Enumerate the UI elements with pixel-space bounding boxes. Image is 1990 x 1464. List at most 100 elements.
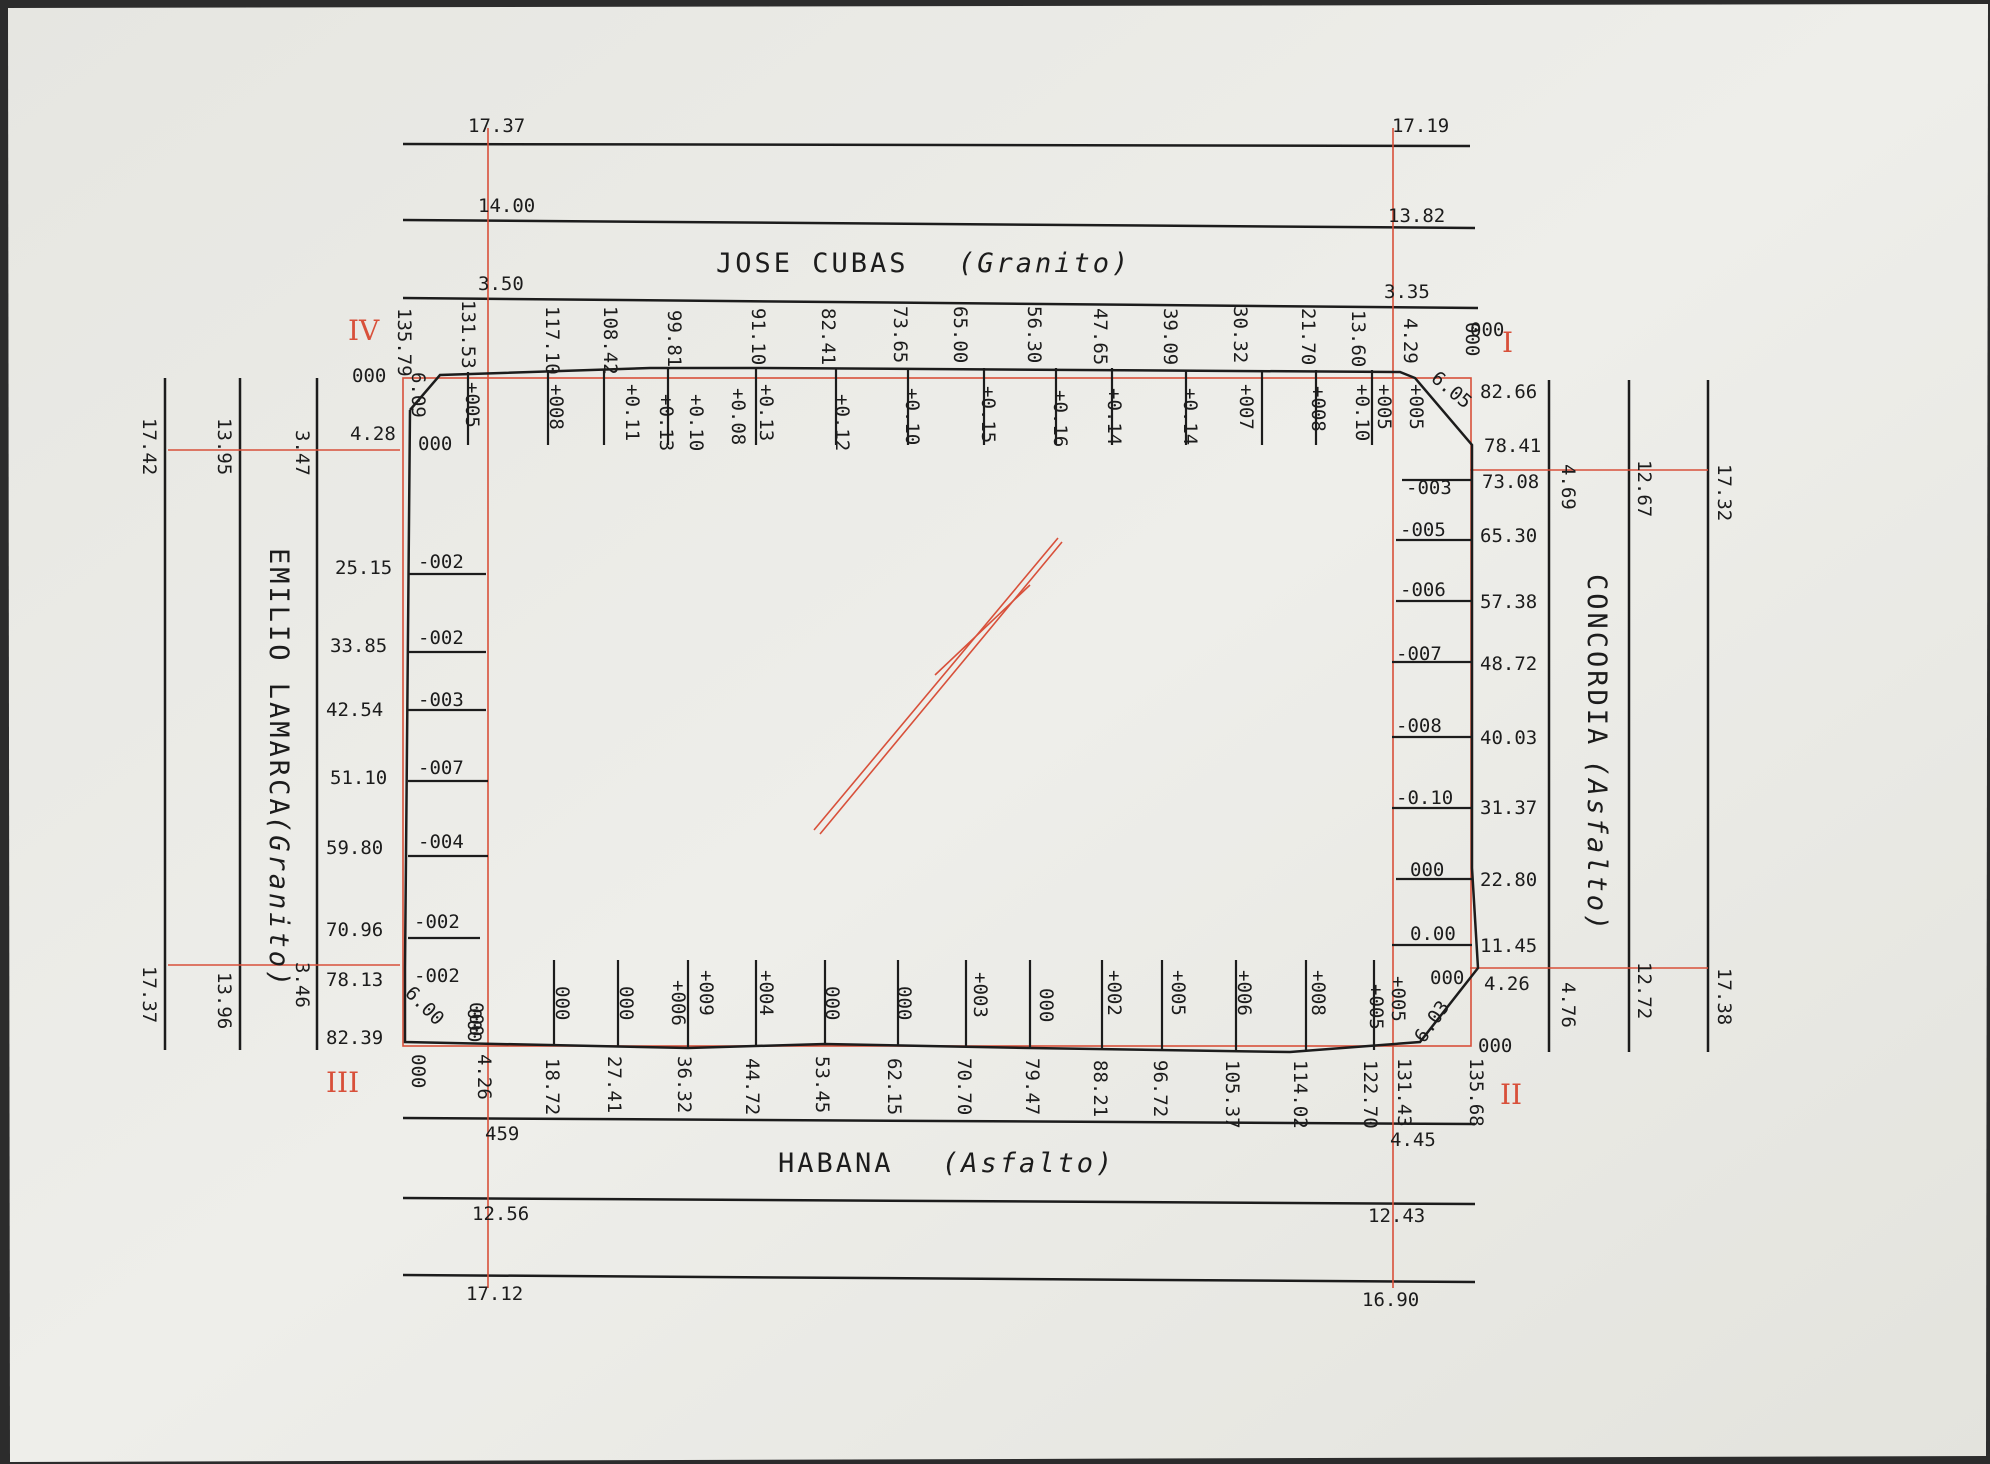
svg-text:105.37: 105.37: [1221, 1060, 1243, 1129]
svg-text:6.09: 6.09: [407, 372, 429, 418]
svg-text:-003: -003: [418, 689, 464, 711]
svg-text:-007: -007: [1396, 643, 1442, 665]
svg-text:99.81: 99.81: [663, 310, 685, 367]
paper-sheet: [8, 4, 1988, 1462]
north-line-3: [402, 296, 1479, 310]
top-ticks: [466, 368, 1374, 445]
svg-text:4.28: 4.28: [350, 423, 396, 445]
svg-text:78.13: 78.13: [326, 969, 383, 991]
svg-text:30.32: 30.32: [1229, 306, 1251, 363]
right-distances: 82.66 78.41 73.08 65.30 57.38 48.72 40.0…: [1478, 381, 1541, 1057]
svg-text:+005: +005: [1373, 384, 1395, 430]
svg-text:13.60: 13.60: [1347, 310, 1369, 367]
svg-text:-006: -006: [1400, 579, 1446, 601]
svg-text:+0.08: +0.08: [727, 388, 749, 445]
svg-text:17.37: 17.37: [468, 115, 525, 137]
svg-text:70.96: 70.96: [326, 919, 383, 941]
svg-text:+005: +005: [461, 382, 483, 428]
svg-text:12.56: 12.56: [472, 1203, 529, 1225]
svg-text:17.12: 17.12: [466, 1283, 523, 1305]
svg-text:3.47: 3.47: [291, 430, 313, 476]
svg-text:000: 000: [893, 986, 915, 1020]
north-arrow-2: [819, 541, 1063, 835]
svg-text:4.69: 4.69: [1557, 464, 1579, 510]
cross-labels-bottom: 459 12.56 17.12 4.45 12.43 16.90: [466, 1123, 1436, 1311]
svg-text:91.10: 91.10: [747, 308, 769, 365]
svg-text:+005: +005: [1405, 384, 1427, 430]
svg-text:+0.15: +0.15: [977, 386, 999, 443]
svg-text:11.45: 11.45: [1480, 935, 1537, 957]
street-south: HABANA: [778, 1148, 894, 1179]
svg-text:117.10: 117.10: [541, 306, 563, 375]
svg-text:108.42: 108.42: [599, 306, 621, 375]
svg-text:27.41: 27.41: [603, 1056, 625, 1113]
south-line-3: [402, 1273, 1476, 1284]
street-lines: [163, 142, 1710, 1284]
svg-text:53.45: 53.45: [811, 1056, 833, 1113]
street-east-surface: (Asfalto): [1581, 760, 1612, 933]
svg-text:-004: -004: [418, 831, 464, 853]
corner-III: III: [326, 1066, 359, 1099]
corner-II: II: [1500, 1078, 1522, 1111]
street-west-surface: (Granito): [263, 816, 294, 989]
svg-text:+002: +002: [1103, 970, 1125, 1016]
bottom-distances: 000 4.26 18.72 27.41 36.32 44.72 53.45 6…: [407, 1054, 1487, 1129]
left-ticks: [408, 572, 488, 940]
svg-text:-002: -002: [414, 911, 460, 933]
svg-text:82.41: 82.41: [817, 308, 839, 365]
svg-text:+006: +006: [1233, 970, 1255, 1016]
bottom-levels: 000 000 000 +006 +009 +004 000 000 +003 …: [463, 970, 1409, 1042]
svg-text:000: 000: [551, 986, 573, 1020]
svg-text:16.90: 16.90: [1362, 1289, 1419, 1311]
svg-text:79.47: 79.47: [1021, 1058, 1043, 1115]
svg-text:-007: -007: [418, 757, 464, 779]
svg-text:12.43: 12.43: [1368, 1205, 1425, 1227]
svg-text:70.70: 70.70: [953, 1058, 975, 1115]
svg-text:+0.13: +0.13: [755, 384, 777, 441]
svg-text:21.70: 21.70: [1297, 308, 1319, 365]
bottom-ticks: [552, 960, 1376, 1050]
svg-text:65.30: 65.30: [1480, 525, 1537, 547]
north-line-1: [402, 142, 1471, 148]
svg-text:62.15: 62.15: [883, 1058, 905, 1115]
svg-text:000: 000: [1470, 319, 1504, 341]
top-distances: 135.79 131.53 117.10 108.42 99.81 91.10 …: [393, 300, 1483, 377]
svg-text:3.35: 3.35: [1384, 281, 1430, 303]
svg-text:000: 000: [418, 433, 452, 455]
svg-text:114.02: 114.02: [1289, 1060, 1311, 1129]
svg-text:+008: +008: [545, 384, 567, 430]
svg-text:4.45: 4.45: [1390, 1129, 1436, 1151]
svg-text:000: 000: [1430, 967, 1464, 989]
svg-text:31.37: 31.37: [1480, 797, 1537, 819]
svg-text:-003: -003: [1406, 477, 1452, 499]
north-arrow-3: [934, 584, 1031, 676]
svg-text:51.10: 51.10: [330, 767, 387, 789]
svg-text:000: 000: [463, 1008, 485, 1042]
left-levels: 000 -002 -002 -003 -007 -004 -002 -002 0…: [414, 433, 487, 1036]
svg-text:39.09: 39.09: [1159, 308, 1181, 365]
cross-labels-right: 4.69 12.67 17.32 4.76 12.72 17.38: [1557, 460, 1735, 1028]
svg-text:+0.14: +0.14: [1103, 388, 1125, 445]
svg-text:000: 000: [821, 986, 843, 1020]
svg-text:22.80: 22.80: [1480, 869, 1537, 891]
svg-text:14.00: 14.00: [478, 195, 535, 217]
svg-text:13.95: 13.95: [213, 418, 235, 475]
svg-text:122.70: 122.70: [1359, 1060, 1381, 1129]
svg-text:-0.10: -0.10: [1396, 787, 1453, 809]
svg-text:82.66: 82.66: [1480, 381, 1537, 403]
svg-text:+0.13: +0.13: [655, 394, 677, 451]
street-west: EMILIO LAMARCA: [263, 548, 294, 818]
svg-text:56.30: 56.30: [1023, 306, 1045, 363]
south-line-2: [402, 1196, 1476, 1206]
svg-text:59.80: 59.80: [326, 837, 383, 859]
svg-text:+0.10: +0.10: [685, 394, 707, 451]
svg-text:17.19: 17.19: [1392, 115, 1449, 137]
svg-text:33.85: 33.85: [330, 635, 387, 657]
svg-text:65.00: 65.00: [949, 306, 971, 363]
svg-text:88.21: 88.21: [1089, 1060, 1111, 1117]
street-south-surface: (Asfalto): [942, 1148, 1115, 1179]
svg-text:+004: +004: [755, 970, 777, 1016]
corner-IV: IV: [348, 314, 380, 347]
svg-text:135.79: 135.79: [393, 308, 415, 377]
